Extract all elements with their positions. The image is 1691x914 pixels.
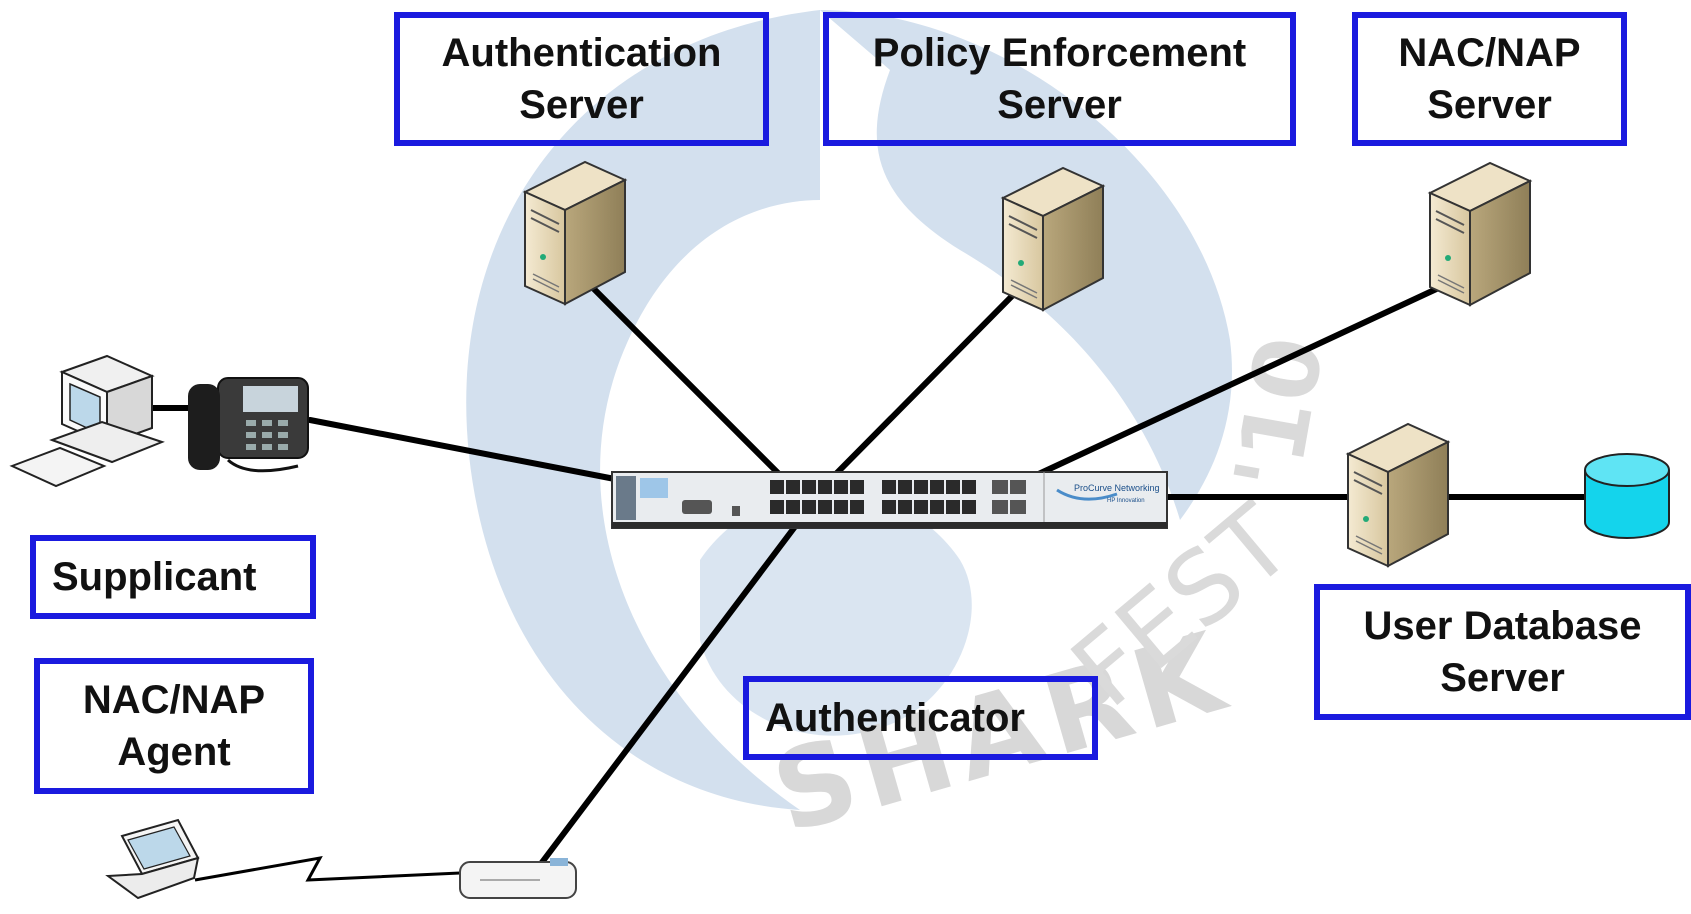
switch-sub-text: HP Innovation bbox=[1107, 498, 1145, 504]
laptop-icon bbox=[105, 818, 200, 900]
wireless-access-point-icon bbox=[459, 858, 577, 899]
desktop-computer-icon bbox=[9, 354, 165, 488]
server-icon-user-database bbox=[1345, 422, 1451, 568]
link-policy-switch bbox=[822, 287, 1021, 488]
ip-phone-icon bbox=[188, 377, 309, 473]
wireless-link bbox=[194, 855, 461, 882]
link-nac-switch bbox=[1027, 282, 1448, 481]
switch-ports bbox=[770, 480, 1026, 514]
switch-icon: ProCurve Networking HP Innovation bbox=[611, 471, 1168, 529]
switch-brand-text: ProCurve Networking bbox=[1074, 483, 1160, 493]
database-icon bbox=[1584, 453, 1670, 539]
server-icon-policy bbox=[1000, 166, 1106, 312]
link-phone-switch bbox=[307, 417, 623, 483]
link-auth-switch bbox=[587, 282, 793, 488]
link-switch-ap bbox=[537, 517, 803, 868]
server-icon-nac bbox=[1427, 161, 1533, 307]
server-icon-authentication bbox=[522, 160, 628, 306]
supplicant-label: Supplicant bbox=[30, 535, 316, 619]
authenticator-label: Authenticator bbox=[743, 676, 1098, 760]
